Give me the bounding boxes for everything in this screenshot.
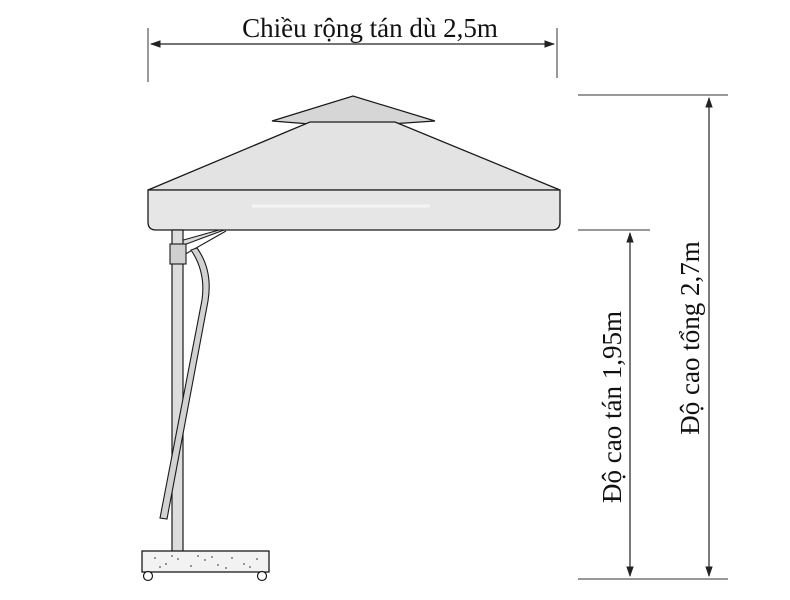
umbrella bbox=[141, 95, 561, 582]
umbrella-pole bbox=[171, 229, 184, 553]
base-wheel-left bbox=[142, 570, 154, 582]
canopy-height-label: Độ cao tán 1,95m bbox=[597, 311, 627, 503]
total-height-label: Độ cao tổng 2,7m bbox=[675, 241, 705, 434]
cantilever-arm bbox=[159, 247, 210, 520]
umbrella-base bbox=[141, 550, 270, 573]
height-dimensions: Độ cao tán 1,95m Độ cao tổng 2,7m bbox=[578, 94, 728, 580]
canopy-roof bbox=[147, 121, 561, 191]
canopy-width-label: Chiều rộng tán dù 2,5m bbox=[242, 13, 498, 43]
pole-clamp bbox=[169, 243, 187, 265]
base-texture bbox=[154, 555, 258, 569]
base-wheel-right bbox=[256, 570, 268, 582]
width-dimension: Chiều rộng tán dù 2,5m bbox=[147, 13, 558, 82]
canopy-top-vent bbox=[271, 95, 436, 125]
support-arm-brace bbox=[181, 230, 227, 257]
canopy-valance bbox=[147, 189, 561, 231]
support-arm bbox=[179, 229, 225, 247]
